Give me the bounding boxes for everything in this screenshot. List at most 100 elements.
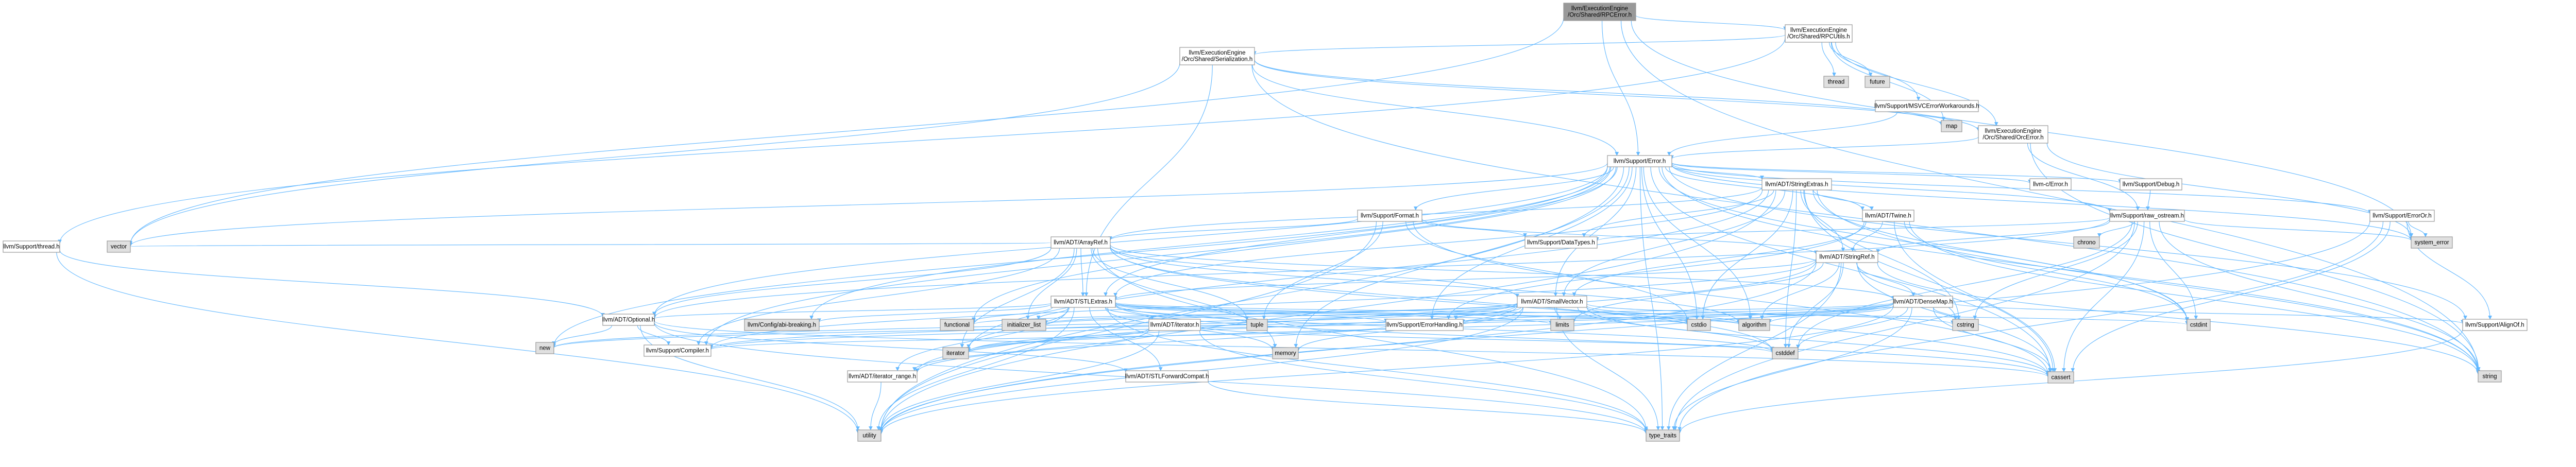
node-label: llvm/Support/raw_ostream.h: [2110, 213, 2184, 219]
edge-root-to-vector: [128, 18, 1564, 246]
edge-threadh-to-utility: [56, 252, 860, 434]
node-label: llvm/ADT/STLExtras.h: [1054, 299, 1112, 305]
node-label: llvm/Support/MSVCErrorWorkarounds.h: [1874, 103, 1979, 109]
edge-smallvector-to-algorithm: [1586, 305, 1741, 324]
node-stlfwd[interactable]: llvm/ADT/STLForwardCompat.h: [1125, 370, 1209, 383]
edge-twine-to-cassert: [1894, 221, 2057, 372]
node-densemap[interactable]: llvm/ADT/DenseMap.h: [1893, 296, 1953, 308]
node-stringref[interactable]: llvm/ADT/StringRef.h: [1816, 251, 1878, 263]
node-serial[interactable]: llvm/ExecutionEngine/Orc/Shared/Serializ…: [1179, 47, 1255, 65]
edge-root-to-rpcutils: [1635, 15, 1787, 31]
edge-stlextras-to-adtiterator: [1105, 307, 1155, 320]
edge-densemap-to-algorithm: [1768, 305, 1894, 323]
node-box: [2478, 370, 2502, 383]
node-msvc[interactable]: llvm/Support/MSVCErrorWorkarounds.h: [1874, 100, 1979, 112]
node-adtiterator[interactable]: llvm/ADT/iterator.h: [1148, 319, 1201, 331]
edge-stlextras-to-cstdlib: [1115, 302, 1689, 325]
edge-debug-to-raw: [2146, 189, 2151, 211]
edge-format-to-arrayref: [1108, 218, 1358, 240]
edge-stringextras-to-utility: [879, 189, 1776, 433]
node-arrayref[interactable]: llvm/ADT/ArrayRef.h: [1050, 236, 1111, 249]
node-box: [1050, 296, 1116, 308]
node-box: [1563, 3, 1636, 21]
node-box: [857, 429, 882, 442]
edge-raw-to-string: [2159, 221, 2480, 372]
node-label: thread: [1828, 79, 1845, 85]
edge-error-to-utility: [879, 166, 1624, 432]
node-iteratorstd: iterator: [942, 347, 969, 359]
node-orcerror[interactable]: llvm/ExecutionEngine/Orc/Shared/OrcError…: [1978, 125, 2048, 144]
node-twine[interactable]: llvm/ADT/Twine.h: [1862, 210, 1914, 222]
edge-raw-to-chrono: [2097, 221, 2135, 237]
edge-raw-to-cstring: [1973, 221, 2138, 320]
node-label: functional: [944, 322, 970, 328]
node-raw[interactable]: llvm/Support/raw_ostream.h: [2109, 210, 2185, 222]
node-datatypes[interactable]: llvm/Support/DataTypes.h: [1524, 236, 1598, 249]
node-threadh[interactable]: llvm/Support/thread.h: [3, 240, 60, 253]
edge-serial-to-vector: [128, 62, 1180, 245]
edge-twine-to-string: [1909, 221, 2480, 374]
edge-arrayref-to-vector: [130, 242, 1052, 247]
edge-densemap-to-initlist: [1044, 302, 1894, 325]
edge-threadh-to-optional: [59, 250, 605, 317]
node-box: [1524, 236, 1598, 249]
node-compiler[interactable]: llvm/Support/Compiler.h: [643, 344, 711, 357]
edge-erroror-to-cassert: [2071, 221, 2391, 372]
node-functional: functional: [940, 319, 974, 331]
node-tuple: tuple: [1246, 319, 1268, 331]
node-box: [1550, 319, 1574, 331]
node-box: [1823, 76, 1849, 88]
node-box: [1816, 251, 1878, 263]
node-string: string: [2478, 370, 2502, 383]
node-label: llvm/ADT/iterator.h: [1150, 322, 1199, 328]
node-box: [1952, 319, 1979, 331]
node-error[interactable]: llvm/Support/Error.h: [1607, 155, 1672, 167]
edge-stringextras-to-stlextras: [1113, 189, 1763, 297]
node-debug[interactable]: llvm/Support/Debug.h: [2120, 178, 2182, 191]
node-errhandling[interactable]: llvm/Support/ErrorHandling.h: [1385, 319, 1464, 331]
node-cerrno[interactable]: llvm-c/Error.h: [2029, 178, 2072, 191]
edge-stringextras-to-string: [1817, 189, 2480, 374]
edge-densemap-to-typetraits: [1672, 307, 1912, 430]
node-iteratorrange[interactable]: llvm/ADT/iterator_range.h: [847, 370, 918, 383]
node-stlextras[interactable]: llvm/ADT/STLExtras.h: [1050, 296, 1116, 308]
node-box: [2187, 319, 2211, 331]
edge-adtiterator-to-typetraits: [1199, 330, 1648, 433]
node-label: /Orc/Shared/RPCUtils.h: [1787, 34, 1850, 40]
edge-error-to-erroror: [1671, 163, 2372, 214]
node-root[interactable]: llvm/ExecutionEngine/Orc/Shared/RPCError…: [1563, 3, 1636, 21]
edge-erroror-to-system_error: [2408, 221, 2428, 237]
node-label: llvm/ADT/Optional.h: [602, 317, 655, 323]
node-stringextras[interactable]: llvm/ADT/StringExtras.h: [1761, 178, 1832, 191]
node-limits: limits: [1550, 319, 1574, 331]
node-box: [1875, 100, 1979, 112]
edge-optional-to-compiler: [637, 325, 671, 345]
edge-serial-to-error: [1252, 64, 1619, 156]
edge-stringref-to-cstddef: [1787, 262, 1844, 348]
edge-densemap-to-new: [552, 302, 1894, 349]
node-label: limits: [1555, 322, 1569, 328]
edge-raw-to-typetraits: [1673, 221, 2135, 430]
node-box: [2462, 319, 2528, 331]
node-smallvector[interactable]: llvm/ADT/SmallVector.h: [1517, 296, 1587, 308]
node-optional[interactable]: llvm/ADT/Optional.h: [602, 314, 655, 326]
node-label: cstring: [1957, 322, 1974, 328]
node-box: [942, 347, 969, 359]
edge-arrayref-to-smallvector: [1110, 246, 1519, 298]
edge-error-to-new: [552, 166, 1608, 347]
edge-densemap-to-compiler: [709, 302, 1894, 350]
node-label: llvm/Support/Compiler.h: [646, 348, 709, 354]
edge-error-to-stlextras: [1104, 166, 1618, 297]
node-box: [1893, 296, 1953, 308]
edge-densemap-to-cassert: [1933, 307, 2053, 372]
node-label: llvm/Support/Format.h: [1361, 213, 1419, 219]
node-erroror[interactable]: llvm/Support/ErrorOr.h: [2369, 210, 2435, 222]
node-label: llvm/ADT/SmallVector.h: [1521, 299, 1583, 305]
node-rpcutils[interactable]: llvm/ExecutionEngine/Orc/Shared/RPCUtils…: [1785, 24, 1853, 43]
node-label: new: [539, 345, 551, 351]
node-alignof[interactable]: llvm/Support/AlignOf.h: [2462, 319, 2528, 331]
edge-stlextras-to-initlist: [1036, 307, 1069, 320]
node-format[interactable]: llvm/Support/Format.h: [1357, 210, 1422, 222]
node-box: [535, 342, 554, 354]
node-layer: llvm/ExecutionEngine/Orc/Shared/RPCError…: [3, 3, 2528, 442]
